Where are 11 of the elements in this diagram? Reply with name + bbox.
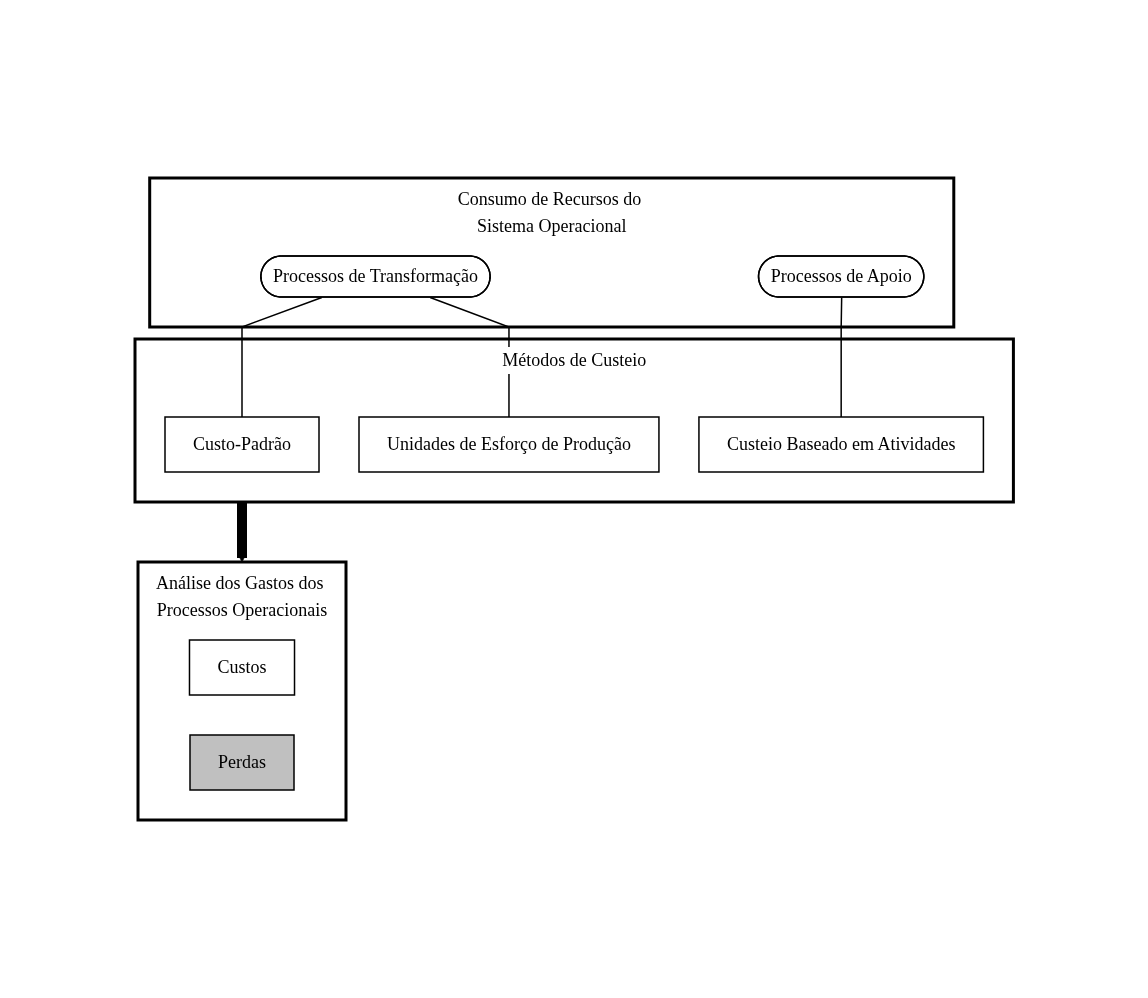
node-box bbox=[189, 734, 295, 791]
cluster bbox=[136, 560, 348, 822]
node-box bbox=[164, 416, 320, 473]
cluster bbox=[148, 176, 956, 329]
node-box bbox=[698, 416, 984, 473]
node-box bbox=[358, 416, 660, 473]
arrow bbox=[236, 502, 247, 563]
cluster bbox=[133, 337, 1015, 504]
node-box bbox=[188, 639, 296, 696]
connector bbox=[241, 296, 323, 418]
connector bbox=[840, 296, 843, 418]
